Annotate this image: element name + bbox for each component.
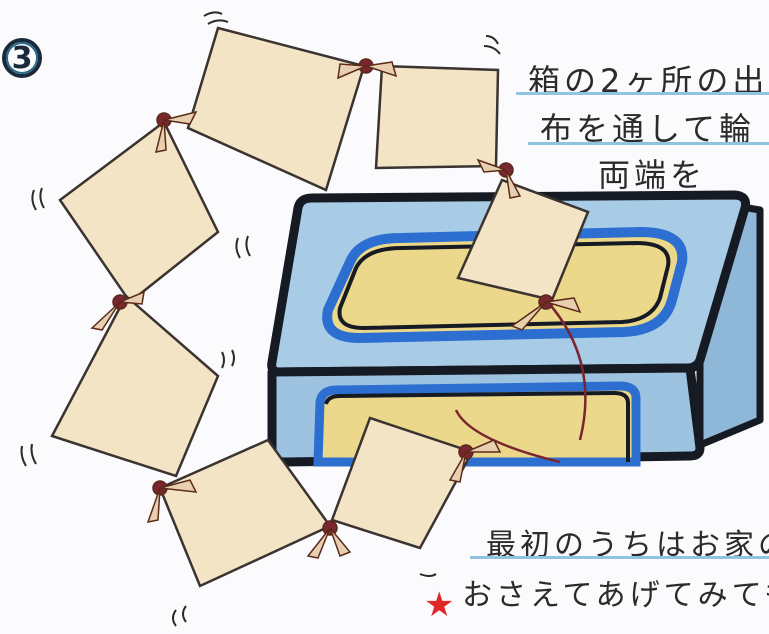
knot-icon	[146, 479, 198, 523]
cloth-square	[186, 26, 366, 192]
knot-icon	[510, 294, 582, 331]
instruction-line-3: 両端を	[598, 156, 707, 194]
knot-icons	[90, 58, 582, 559]
knot-icon	[476, 158, 522, 199]
knot-icon	[90, 290, 145, 331]
cloth-square	[58, 120, 220, 304]
cord	[454, 299, 587, 464]
underline	[516, 92, 769, 95]
underline	[470, 556, 769, 559]
cloth-square	[374, 64, 500, 170]
star-icon: ★	[424, 585, 455, 625]
cloth-square	[50, 294, 220, 478]
instruction-line-2: 布を通して輪	[540, 110, 756, 148]
knot-icon	[154, 110, 198, 153]
underline	[528, 142, 769, 145]
instruction-line-1: 箱の2ヶ所の出	[528, 62, 769, 100]
note-line-2: おさえてあげてみても	[462, 578, 769, 613]
cloth-ring-illustration	[50, 26, 590, 588]
motion-marks	[20, 11, 501, 627]
knot-icon	[448, 439, 502, 483]
knot-icon	[337, 58, 398, 80]
step-number-badge: 3	[2, 38, 42, 78]
knot-icon	[306, 520, 352, 559]
